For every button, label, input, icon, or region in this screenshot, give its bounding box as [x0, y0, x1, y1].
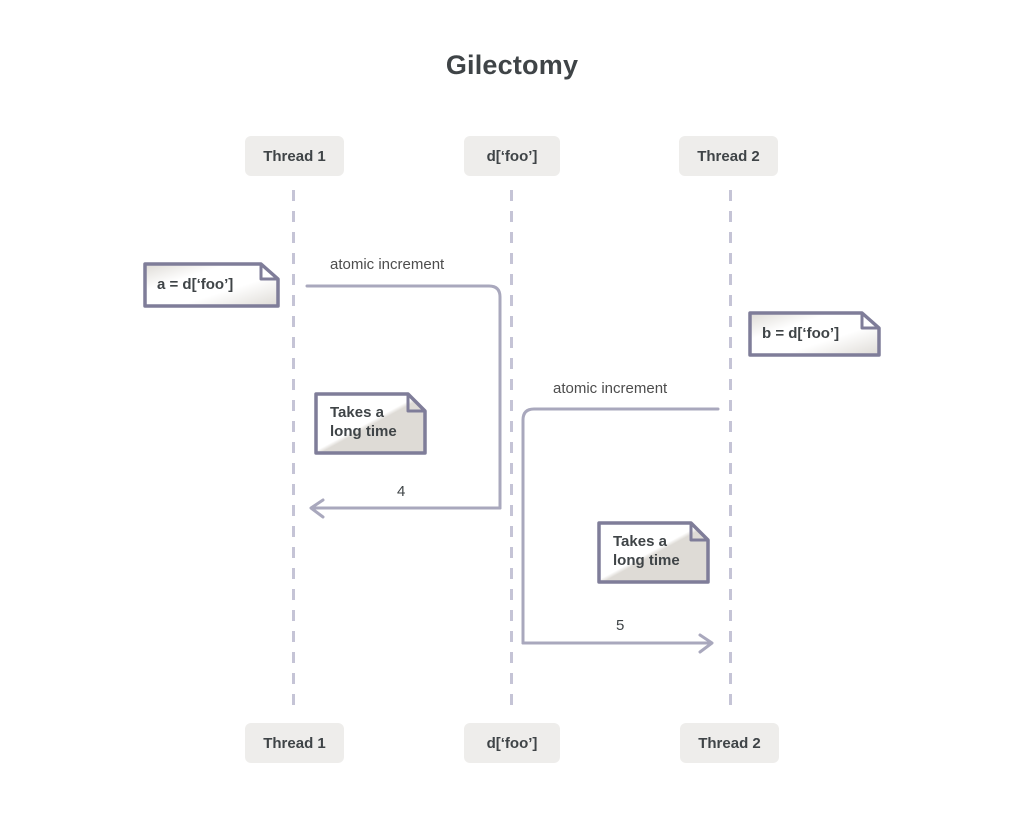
- note-a-assign: a = d[‘foo’]: [143, 262, 280, 308]
- note-b-assign-label: b = d[‘foo’]: [762, 325, 840, 342]
- participant-header-thread2[interactable]: Thread 2: [679, 136, 778, 176]
- participant-header-thread2-label: Thread 2: [697, 147, 760, 165]
- participant-footer-dfoo-label: d[‘foo’]: [486, 734, 538, 752]
- message-label-atomic-increment-1: atomic increment: [330, 256, 445, 273]
- participant-header-dfoo-label: d[‘foo’]: [486, 147, 538, 165]
- arrowhead-dfoo-to-thread2: [698, 633, 714, 654]
- note-takes-long-time-1-line1: Takes a: [330, 404, 384, 421]
- note-b-assign: b = d[‘foo’]: [748, 311, 881, 357]
- lifeline-thread2: [729, 190, 732, 715]
- message-label-return-4: 4: [397, 483, 406, 500]
- note-shape: [143, 262, 280, 308]
- note-shape: [314, 392, 427, 455]
- participant-footer-thread2-label: Thread 2: [698, 734, 761, 752]
- note-a-assign-label: a = d[‘foo’]: [157, 276, 234, 293]
- note-takes-long-time-2: Takes a long time: [597, 521, 710, 584]
- note-takes-long-time-2-line1: Takes a: [613, 533, 667, 550]
- note-takes-long-time-1: Takes a long time: [314, 392, 427, 455]
- participant-footer-thread1-label: Thread 1: [263, 734, 326, 752]
- participant-footer-dfoo[interactable]: d[‘foo’]: [464, 723, 560, 763]
- participant-footer-thread1[interactable]: Thread 1: [245, 723, 344, 763]
- lifeline-thread1: [292, 190, 295, 715]
- note-takes-long-time-2-line2: long time: [613, 552, 680, 569]
- lifeline-dfoo: [510, 190, 513, 715]
- participant-header-dfoo[interactable]: d[‘foo’]: [464, 136, 560, 176]
- note-shape: [597, 521, 710, 584]
- note-takes-long-time-1-line2: long time: [330, 423, 397, 440]
- participant-header-thread1-label: Thread 1: [263, 147, 326, 165]
- page-title: Gilectomy: [445, 50, 579, 80]
- message-label-atomic-increment-2: atomic increment: [553, 380, 668, 397]
- note-shape: [748, 311, 881, 357]
- participant-header-thread1[interactable]: Thread 1: [245, 136, 344, 176]
- arrowhead-dfoo-to-thread1: [309, 498, 325, 519]
- participant-footer-thread2[interactable]: Thread 2: [680, 723, 779, 763]
- message-label-return-5: 5: [616, 617, 625, 634]
